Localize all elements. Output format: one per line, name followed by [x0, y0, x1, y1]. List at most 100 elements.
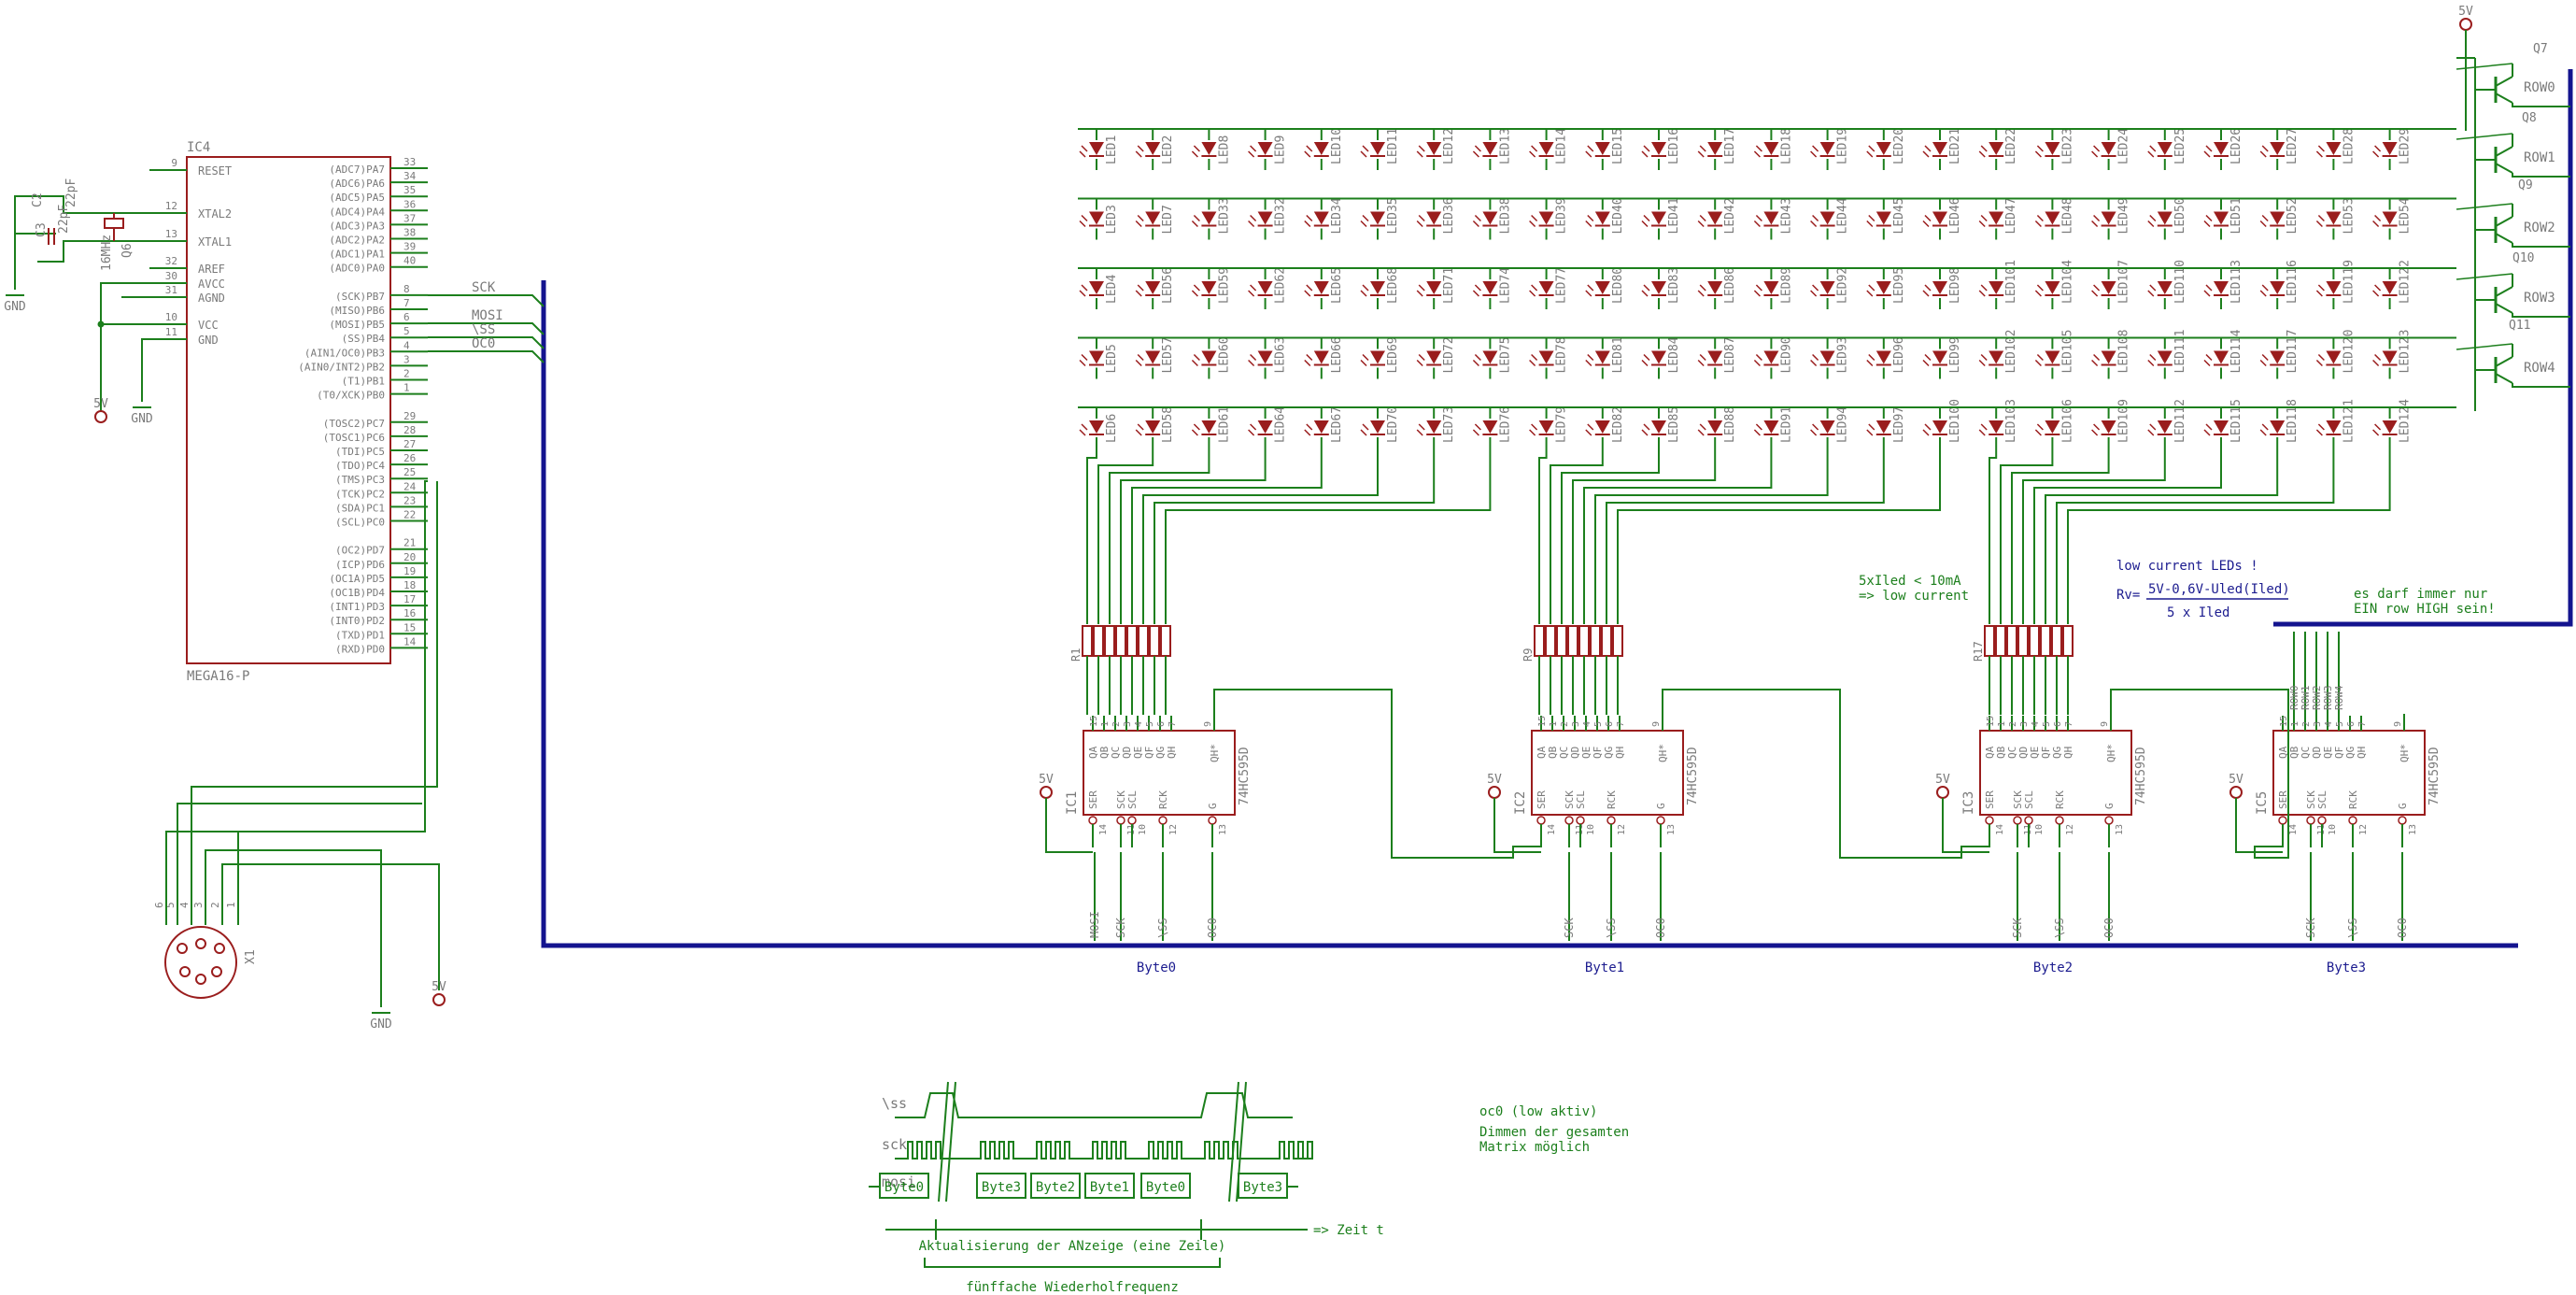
led-diode — [1145, 142, 1161, 155]
wire — [1924, 353, 1932, 362]
register-pin-num: 1 — [1997, 721, 2007, 727]
connector-pin-num: 3 — [192, 902, 205, 908]
led: LED83 — [1640, 267, 1681, 309]
led-label: LED100 — [1948, 399, 1962, 443]
led-label: LED119 — [2342, 260, 2356, 304]
register-pin-name: G — [2103, 803, 2116, 809]
wire — [1306, 423, 1313, 431]
vcc-symbol — [2229, 786, 2243, 799]
spi-signal-label: OC0 — [472, 336, 495, 351]
wire — [1587, 423, 1594, 431]
led-diode — [1594, 420, 1610, 434]
register-pin-num: 12 — [1168, 824, 1179, 835]
wire — [1922, 290, 1930, 297]
row-wire — [2512, 173, 2570, 178]
wire — [2205, 214, 2213, 222]
mcu-pin-name: (SDA)PC1 — [335, 502, 385, 514]
wire — [1755, 353, 1762, 362]
register-pin-num: 15 — [1986, 716, 1996, 727]
led: LED82 — [1583, 406, 1625, 448]
register-pin-bubble — [1208, 816, 1217, 825]
led-diode — [1819, 142, 1835, 155]
resistor — [1115, 625, 1126, 657]
led: LED121 — [2314, 399, 2356, 448]
led-diode — [1538, 281, 1554, 294]
register-pin-name: SER — [2277, 790, 2289, 809]
shift-register-ic3: QA15QB1QC2QD3QE4QF5QG6QH7QH*9SER14SCK11S… — [1935, 714, 2148, 975]
register-pin-bubble — [2398, 816, 2407, 825]
led-diode — [1538, 420, 1554, 434]
led: LED95 — [1864, 267, 1906, 309]
led: LED65 — [1302, 267, 1344, 309]
mcu-pin-name: (TOSC1)PC6 — [323, 432, 385, 444]
crystal-freq: 16MHz — [100, 235, 114, 271]
led: LED111 — [2145, 330, 2187, 379]
led-label: LED109 — [2117, 399, 2131, 443]
register-bus-label: \SS — [2346, 918, 2359, 938]
led-diode — [1763, 281, 1779, 294]
led-label: LED5 — [1105, 344, 1119, 373]
led: LED17 — [1696, 128, 1737, 170]
led-label: LED22 — [2004, 128, 2018, 164]
led: LED74 — [1471, 267, 1512, 309]
led-diode — [2382, 281, 2398, 294]
register-pin-num: 2 — [2008, 721, 2018, 727]
timing-byte-box — [1030, 1173, 1081, 1199]
led-diode — [2214, 211, 2229, 225]
led: LED53 — [2314, 197, 2356, 240]
wire — [1418, 145, 1425, 152]
led-diode — [2157, 281, 2173, 294]
register-pin-name: QH — [2062, 747, 2074, 759]
resistor — [1126, 625, 1138, 657]
led-diode — [1594, 281, 1610, 294]
led: LED52 — [2258, 197, 2300, 240]
wire — [2034, 290, 2042, 297]
led-diode — [1594, 211, 1610, 225]
register-pin-name: QH — [1166, 747, 1178, 759]
wire — [1922, 429, 1930, 436]
register-pin-num: 3 — [1123, 721, 1133, 727]
led-diode — [2045, 142, 2060, 155]
connector-body — [164, 926, 237, 999]
row-output-label: ROW1 — [2300, 686, 2312, 711]
led-diode — [1482, 142, 1498, 155]
led-label: LED19 — [1836, 128, 1850, 164]
led-label: LED25 — [2173, 128, 2187, 164]
led-diode — [2045, 350, 2060, 364]
wire — [1697, 429, 1705, 436]
mcu-pin-num: 29 — [403, 410, 416, 422]
led-diode — [1763, 350, 1779, 364]
wire — [2315, 220, 2323, 228]
column-wire — [1131, 448, 1323, 624]
crystal-body — [104, 218, 124, 229]
led-label: LED56 — [1161, 267, 1175, 304]
led: LED20 — [1864, 128, 1906, 170]
cascade-wire — [2110, 689, 2289, 859]
register-pin-num: 2 — [2301, 721, 2312, 727]
led: LED108 — [2089, 330, 2131, 379]
register-pin-name: QG — [1154, 747, 1167, 759]
led-label: LED95 — [1892, 267, 1906, 304]
led-diode — [1651, 142, 1666, 155]
led-label: LED101 — [2004, 260, 2018, 304]
column-wire — [2045, 448, 2279, 624]
led: LED100 — [1921, 399, 1962, 448]
mcu-pin-num: 40 — [403, 255, 416, 267]
wire — [1135, 290, 1142, 297]
wire — [2495, 76, 2513, 87]
resistor — [1093, 625, 1104, 657]
led-diode — [2326, 281, 2342, 294]
led-diode — [2382, 420, 2398, 434]
mcu-pin-num: 38 — [403, 227, 416, 239]
led-label: LED34 — [1330, 197, 1344, 234]
led-label: LED77 — [1555, 267, 1569, 304]
wire — [1978, 359, 1986, 367]
led-diode — [2045, 420, 2060, 434]
led-label: LED114 — [2229, 329, 2243, 373]
register-pin-bubble — [2278, 816, 2287, 825]
wire — [2149, 214, 2157, 222]
register-pin-name: G — [2397, 803, 2409, 809]
register-pin-bubble — [1606, 816, 1616, 825]
led-label: LED46 — [1948, 197, 1962, 234]
